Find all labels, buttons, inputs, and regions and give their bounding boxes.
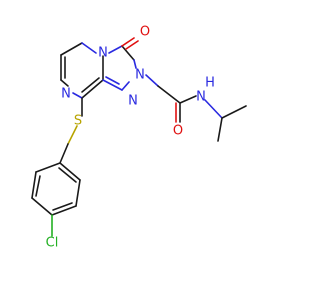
bond [217,117,223,142]
molecule-canvas: O N N N N O N H S Cl [31,25,247,251]
atom-label-s: S [74,114,82,129]
bond [105,76,120,85]
bond [121,81,130,91]
bond [52,202,73,211]
bond [31,197,53,216]
bond [59,162,81,181]
bond [125,40,139,50]
bond [31,171,37,199]
bond [145,74,159,87]
atom-label-h: H [205,76,215,91]
atom-labels: O N N N N O N H S Cl [46,25,215,251]
bond [35,175,41,197]
bond [204,99,223,119]
bond [102,79,123,91]
atom-label-n: N [61,87,71,102]
bonds [31,37,247,237]
bond [179,95,197,104]
bond [58,167,77,183]
molecule-structure: O N N N N O N H S Cl [31,25,247,251]
bond [81,42,97,54]
bond [60,42,83,56]
bond [133,59,137,69]
bond [67,125,78,145]
bond [121,45,135,61]
bond [108,45,123,54]
atom-label-cl: Cl [46,236,59,251]
bond [81,79,104,99]
atom-label-n: N [98,46,108,61]
bond [121,37,135,47]
atom-label-o: O [173,124,183,139]
bond [59,143,69,164]
bond [75,179,81,207]
atom-label-n: N [196,90,206,105]
bond [221,105,247,119]
bond [81,77,100,93]
bond [60,79,69,87]
bond [157,85,181,104]
bond [51,205,77,216]
atom-label-o: O [140,25,150,40]
atom-label-n: N [128,94,138,109]
bond [35,162,61,173]
bond [72,92,83,99]
atom-label-n: N [135,68,145,83]
